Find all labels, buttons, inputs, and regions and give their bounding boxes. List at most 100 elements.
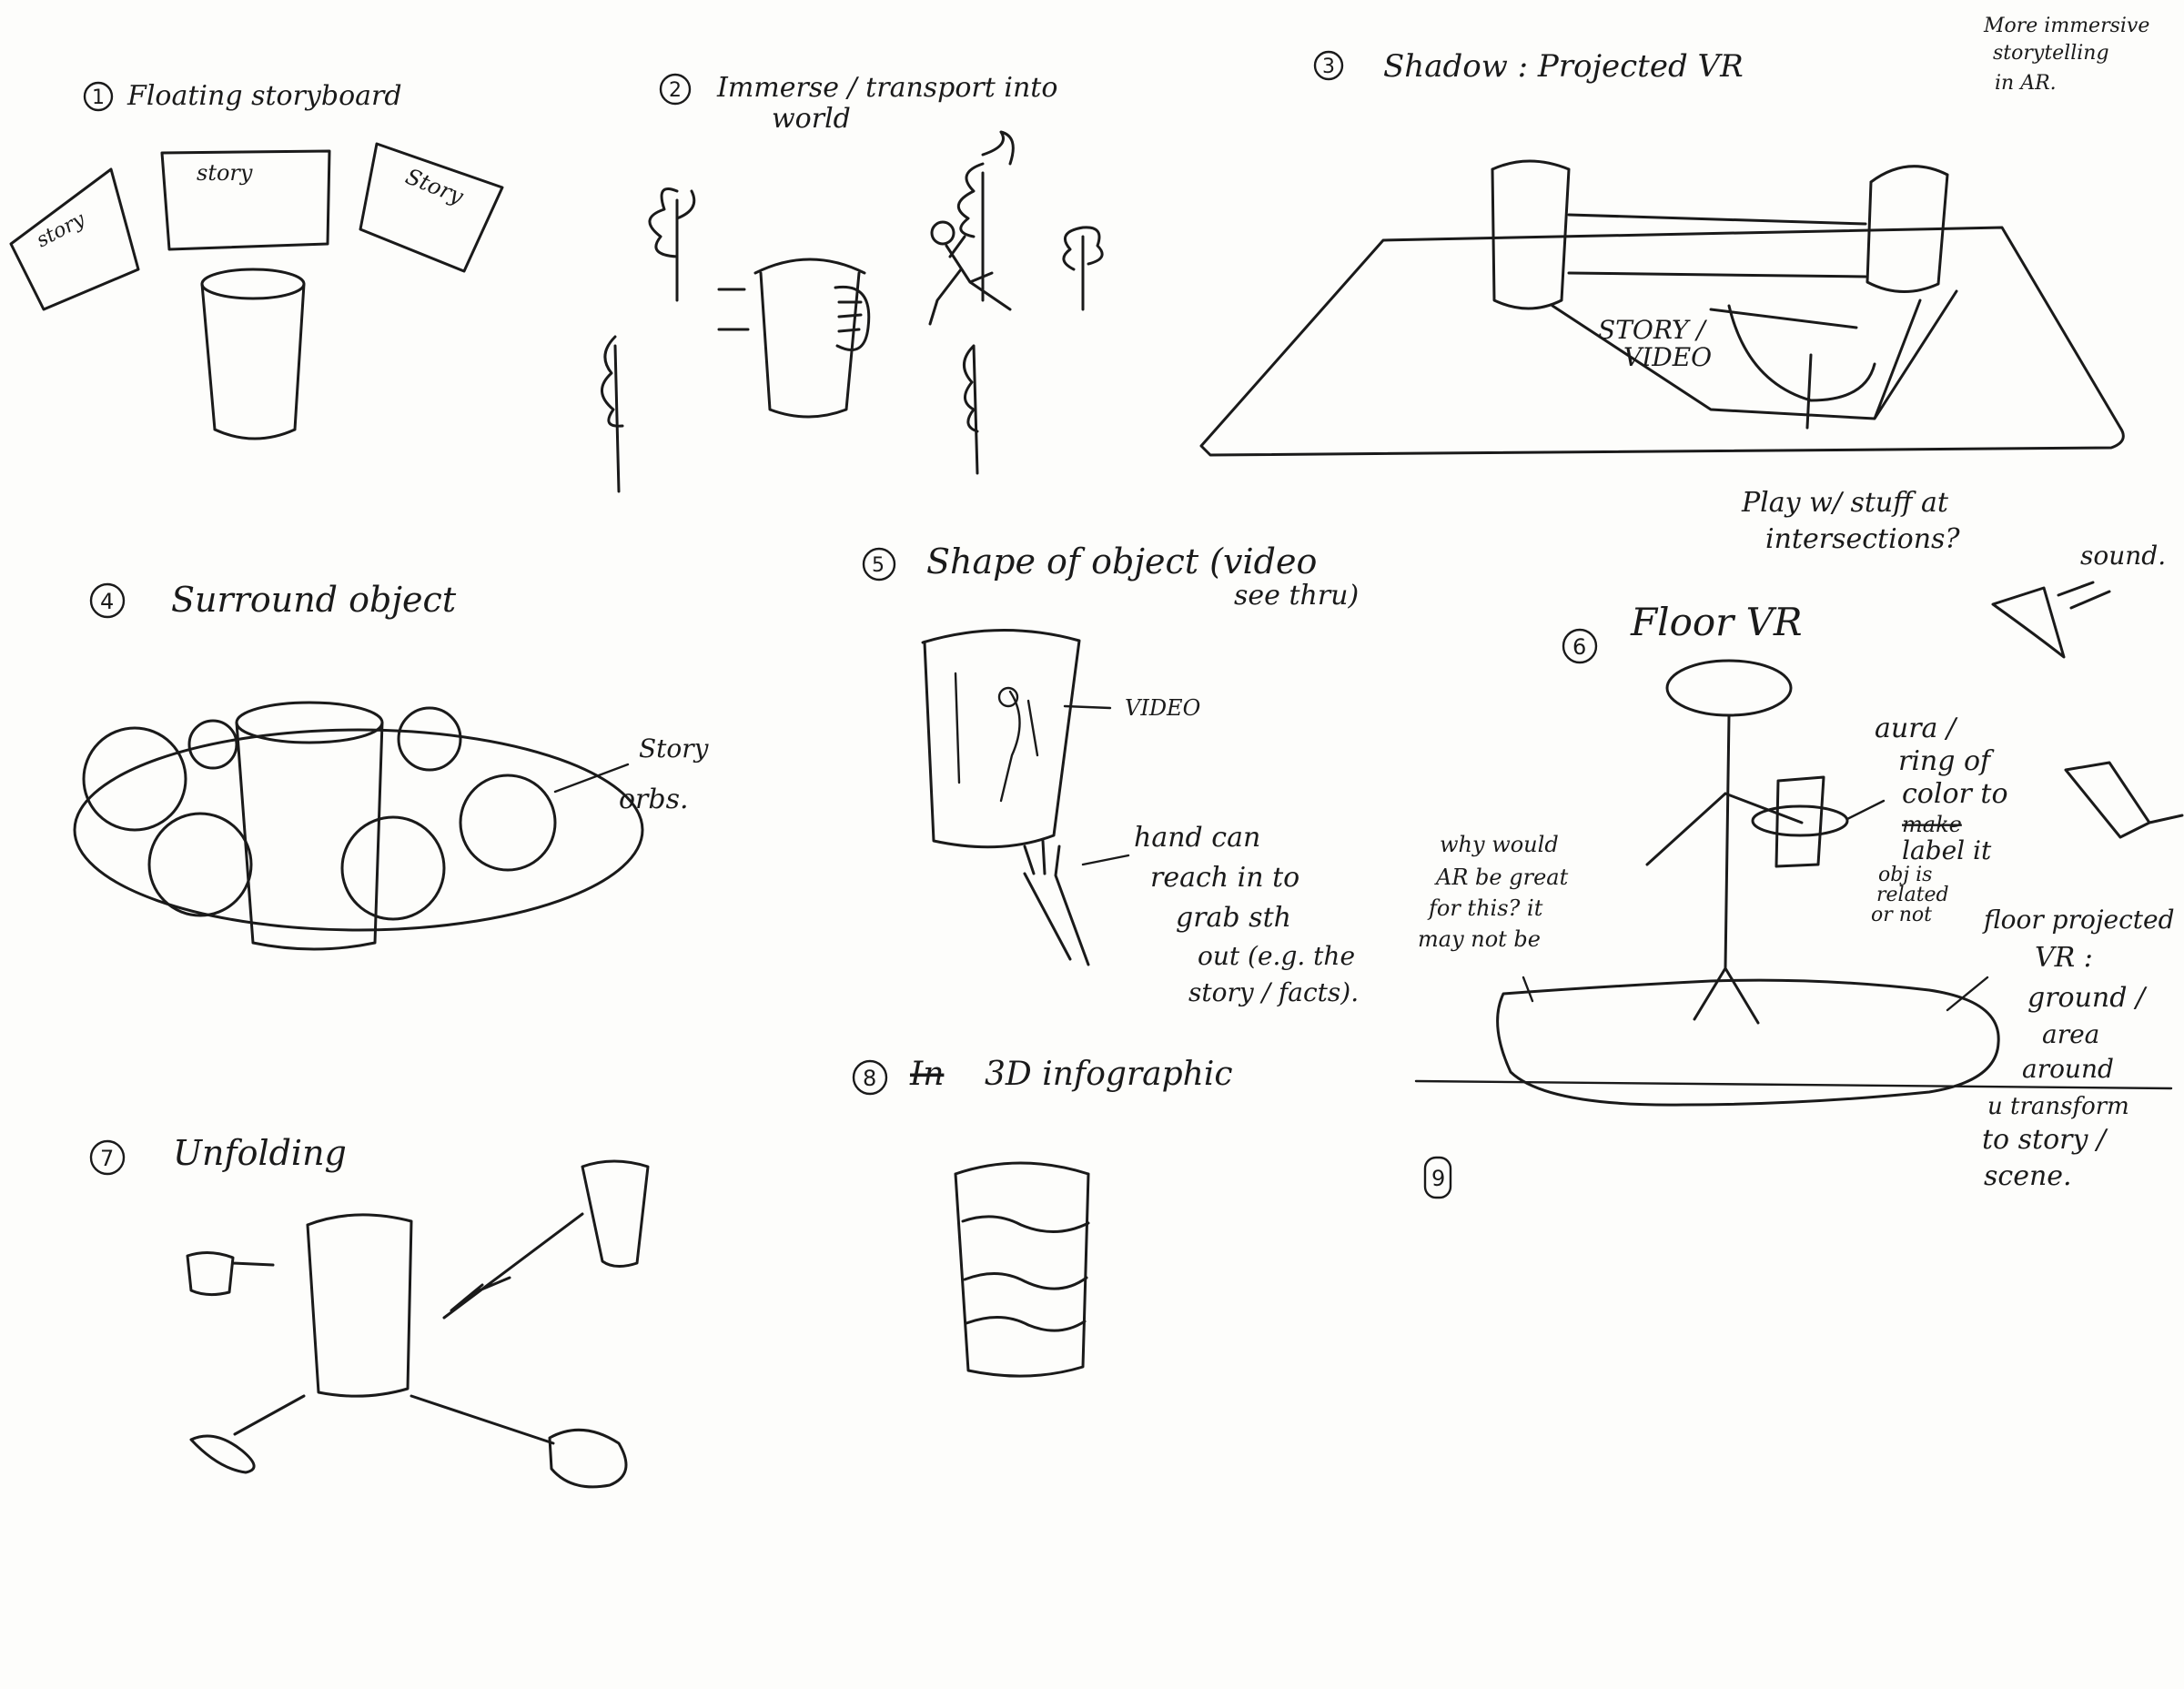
floor-note-line: VR : bbox=[2035, 942, 2093, 974]
aura-note-line: or not bbox=[1871, 904, 1932, 926]
cylinder-top bbox=[200, 268, 306, 300]
plant-doodle bbox=[601, 335, 624, 493]
callout-line bbox=[1063, 704, 1112, 710]
number-circle bbox=[862, 547, 896, 582]
screen-label: STORY / bbox=[1598, 315, 1707, 345]
panel-label: story bbox=[197, 160, 253, 186]
sketch-5-shape-of-object: 5 Shape of object (video see thru) VIDEO… bbox=[862, 541, 1359, 1007]
aura-note-line: obj is bbox=[1878, 864, 1932, 886]
cylinder-body bbox=[200, 282, 306, 440]
aura-note-line: related bbox=[1876, 884, 1949, 906]
sketch-title: Immerse / transport into bbox=[716, 72, 1057, 104]
sketch-2-immerse: 2 Immerse / transport into world bbox=[601, 72, 1104, 493]
corner-note-line: More immersive bbox=[1983, 15, 2149, 37]
unfolded-piece bbox=[186, 1251, 275, 1297]
sketch-title: Shadow : Projected VR bbox=[1383, 48, 1744, 85]
floor-note-line: scene. bbox=[1984, 1160, 2072, 1192]
cylinder-right bbox=[1866, 165, 1949, 293]
callout-line bbox=[553, 763, 630, 794]
video-figures bbox=[954, 672, 1039, 803]
cylinder-body bbox=[235, 721, 384, 951]
story-panel-center bbox=[160, 149, 331, 251]
hand-note-line: reach in to bbox=[1150, 862, 1299, 894]
sketch-title: Unfolding bbox=[173, 1133, 347, 1173]
aura-note-line: label it bbox=[1902, 835, 1992, 865]
story-orb bbox=[147, 812, 253, 917]
unfold-line bbox=[442, 1212, 584, 1320]
story-orb bbox=[459, 774, 557, 872]
sketch-title: Floating storyboard bbox=[126, 80, 402, 112]
sketch-number: 9 bbox=[1431, 1166, 1445, 1191]
number-circle bbox=[659, 73, 692, 106]
sketch-note: intersections? bbox=[1765, 523, 1960, 555]
aura-note-line: ring of bbox=[1898, 745, 1995, 777]
aura-note-line: aura / bbox=[1875, 713, 1958, 744]
floor-note-line: floor projected bbox=[1982, 905, 2175, 935]
number-circle bbox=[89, 1139, 126, 1176]
held-object bbox=[1774, 775, 1825, 868]
speaker-icon bbox=[1991, 581, 2111, 659]
video-cylinder bbox=[921, 629, 1081, 849]
floor-note-line: to story / bbox=[1982, 1124, 2108, 1156]
stick-figure bbox=[1645, 713, 1804, 1025]
sketch-number: 7 bbox=[100, 1146, 114, 1171]
plant-doodle bbox=[957, 130, 1015, 302]
sketch-8-3d-infographic: 8 In 3D infographic bbox=[852, 1056, 1233, 1378]
story-orb bbox=[397, 706, 462, 772]
number-circle bbox=[852, 1059, 888, 1096]
aura-ring bbox=[1751, 804, 1849, 837]
sketch-number: 3 bbox=[1322, 56, 1335, 78]
infographic-cylinder bbox=[954, 1161, 1090, 1378]
hand-holding-cup bbox=[717, 285, 871, 351]
floor-note-line: u transform bbox=[1987, 1093, 2129, 1120]
unfolded-piece bbox=[410, 1394, 628, 1489]
unfolded-cup bbox=[581, 1159, 650, 1268]
orbit-ring bbox=[73, 728, 644, 932]
why-note-line: for this? it bbox=[1427, 895, 1543, 921]
why-note-line: AR be great bbox=[1434, 865, 1569, 890]
sketch-number: 4 bbox=[100, 589, 114, 614]
story-orb bbox=[187, 719, 238, 770]
unfolded-piece bbox=[189, 1394, 306, 1474]
panel-label: story bbox=[33, 208, 89, 253]
plant-doodle bbox=[1062, 226, 1104, 311]
hand-note-line: out (e.g. the bbox=[1198, 941, 1355, 971]
screen-label: VIDEO bbox=[1623, 342, 1712, 372]
panel-label: Story bbox=[402, 164, 468, 210]
number-circle bbox=[1423, 1156, 1452, 1199]
sketch-title: world bbox=[772, 103, 851, 135]
number-circle bbox=[89, 582, 126, 619]
story-orb bbox=[340, 815, 446, 921]
number-circle bbox=[1562, 628, 1598, 664]
hand-note-line: story / facts). bbox=[1188, 977, 1359, 1007]
story-panel-left bbox=[9, 167, 140, 311]
sketch-6-floor-vr: 6 Floor VR sound. aura / ring of color t… bbox=[1414, 541, 2184, 1192]
floor-note-line: area bbox=[2042, 1019, 2099, 1049]
sketch-title: Floor VR bbox=[1630, 600, 1803, 644]
aura-note-line: color to bbox=[1902, 778, 2008, 810]
corner-note-line: in AR. bbox=[1995, 72, 2057, 95]
sketch-number: 5 bbox=[872, 554, 885, 577]
sketch-1-floating-storyboard: 1 Floating storyboard story story Story bbox=[9, 80, 504, 440]
sketch-number: 2 bbox=[669, 79, 682, 102]
why-note-line: may not be bbox=[1418, 926, 1541, 952]
shadow-projection-lines bbox=[1551, 213, 1958, 430]
sketch-title: Surround object bbox=[171, 580, 457, 620]
callout-line bbox=[1081, 854, 1130, 866]
person-head bbox=[930, 220, 956, 246]
sketch-3-shadow-projected-vr: 3 Shadow : Projected VR STORY / VIDEO Pl… bbox=[1199, 48, 2125, 555]
corner-note-line: storytelling bbox=[1993, 42, 2109, 65]
floor-projection-area bbox=[1496, 978, 2000, 1107]
person-figure bbox=[928, 235, 1012, 326]
sketch-note: Play w/ stuff at bbox=[1741, 487, 1949, 519]
cylinder-left bbox=[1491, 159, 1571, 310]
floor-note-line: ground / bbox=[2027, 982, 2148, 1014]
projector-icon bbox=[2064, 761, 2184, 839]
sketch-9: 9 bbox=[1423, 1156, 1452, 1199]
aura-note-line: make bbox=[1902, 812, 1962, 837]
reaching-hand bbox=[1023, 839, 1090, 966]
video-figure-head bbox=[997, 686, 1019, 708]
cup bbox=[753, 258, 866, 419]
callout-line bbox=[1845, 799, 1886, 821]
